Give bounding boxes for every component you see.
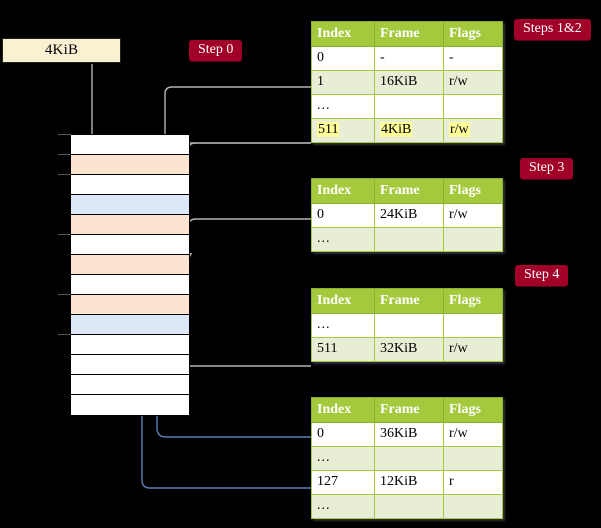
table-header-frame: Frame <box>374 397 444 423</box>
table-cell-frame <box>374 227 444 252</box>
badge-step-3-label: Step 3 <box>529 160 565 175</box>
table-cell-flags: r/w <box>443 70 503 95</box>
table-header-flags: Flags <box>443 288 503 314</box>
memory-frame-row <box>71 275 189 295</box>
table-header-index: Index <box>311 21 375 47</box>
memblock-4kib: 4KiB <box>2 38 121 63</box>
table-cell-flags <box>443 227 503 252</box>
memory-frame-row <box>71 155 189 175</box>
table-cell-frame <box>374 94 444 119</box>
table-cell-frame: 36KiB <box>374 422 444 447</box>
table-cell-frame <box>374 494 444 519</box>
memory-frame-row <box>71 375 189 395</box>
memory-frame-row <box>71 215 189 235</box>
badge-step-0: Step 0 <box>189 40 243 61</box>
memory-frame-row <box>71 315 189 335</box>
table-row: ... <box>311 94 503 119</box>
memory-tick <box>58 234 71 235</box>
table-cell-frame <box>374 446 444 471</box>
table-header-flags: Flags <box>443 21 503 47</box>
memory-tick <box>58 134 71 135</box>
memory-frame-row <box>71 295 189 315</box>
table-header-frame: Frame <box>374 21 444 47</box>
table-cell-frame: 4KiB <box>374 118 444 143</box>
badge-step-3: Step 3 <box>520 158 574 179</box>
memory-frame-row <box>71 255 189 275</box>
memory-frame-row <box>71 395 189 415</box>
table-header-frame: Frame <box>374 178 444 204</box>
table-cell-index: ... <box>311 446 375 471</box>
table-cell-flags: r/w <box>443 422 503 447</box>
table-header-flags: Flags <box>443 178 503 204</box>
table-header-index: Index <box>311 178 375 204</box>
badge-step-4: Step 4 <box>515 265 569 286</box>
table-cell-frame: 24KiB <box>374 203 444 228</box>
table-row: ... <box>311 446 503 471</box>
table-cell-index: 1 <box>311 70 375 95</box>
table-cell-flags: r <box>443 470 503 495</box>
table-cell-index: ... <box>311 494 375 519</box>
table-cell-flags: r/w <box>443 337 503 362</box>
badge-step-0-label: Step 0 <box>198 42 234 57</box>
table-cell-index: 511 <box>311 118 375 143</box>
table-row: ... <box>311 227 503 252</box>
table-header-frame: Frame <box>374 288 444 314</box>
table-cell-index: ... <box>311 227 375 252</box>
memory-frame-row <box>71 175 189 195</box>
table-header-index: Index <box>311 288 375 314</box>
table-cell-index: ... <box>311 94 375 119</box>
memblock-label: 4KiB <box>44 42 79 58</box>
badge-steps-1-2-label: Steps 1&2 <box>523 21 582 36</box>
table-cell-frame: 12KiB <box>374 470 444 495</box>
table-cell-frame: 32KiB <box>374 337 444 362</box>
table-cell-index: 0 <box>311 203 375 228</box>
table-cell-frame <box>374 313 444 338</box>
memory-tick <box>58 174 71 175</box>
table-cell-flags: - <box>443 46 503 71</box>
memory-tick <box>58 154 71 155</box>
badge-step-4-label: Step 4 <box>524 267 560 282</box>
table-row: ... <box>311 494 503 519</box>
table-header-index: Index <box>311 397 375 423</box>
table-cell-flags: r/w <box>443 203 503 228</box>
table-cell-flags <box>443 313 503 338</box>
table-cell-index: 511 <box>311 337 375 362</box>
table-row: ... <box>311 313 503 338</box>
memory-frame-row <box>71 195 189 215</box>
table-cell-index: 0 <box>311 46 375 71</box>
badge-steps-1-2: Steps 1&2 <box>514 19 591 40</box>
table-cell-index: ... <box>311 313 375 338</box>
memory-frame-row <box>71 355 189 375</box>
memory-tick <box>58 294 71 295</box>
table-row: 0-- <box>311 46 503 71</box>
table-cell-flags: r/w <box>443 118 503 143</box>
table-cell-flags <box>443 446 503 471</box>
table-cell-frame: - <box>374 46 444 71</box>
table-cell-flags <box>443 94 503 119</box>
memory-frame-row <box>71 135 189 155</box>
table-cell-flags <box>443 494 503 519</box>
memory-tick <box>58 334 71 335</box>
table-header-flags: Flags <box>443 397 503 423</box>
memory-frame-row <box>71 335 189 355</box>
physical-memory-column <box>70 134 190 416</box>
table-cell-index: 127 <box>311 470 375 495</box>
table-cell-frame: 16KiB <box>374 70 444 95</box>
memory-frame-row <box>71 235 189 255</box>
table-cell-index: 0 <box>311 422 375 447</box>
